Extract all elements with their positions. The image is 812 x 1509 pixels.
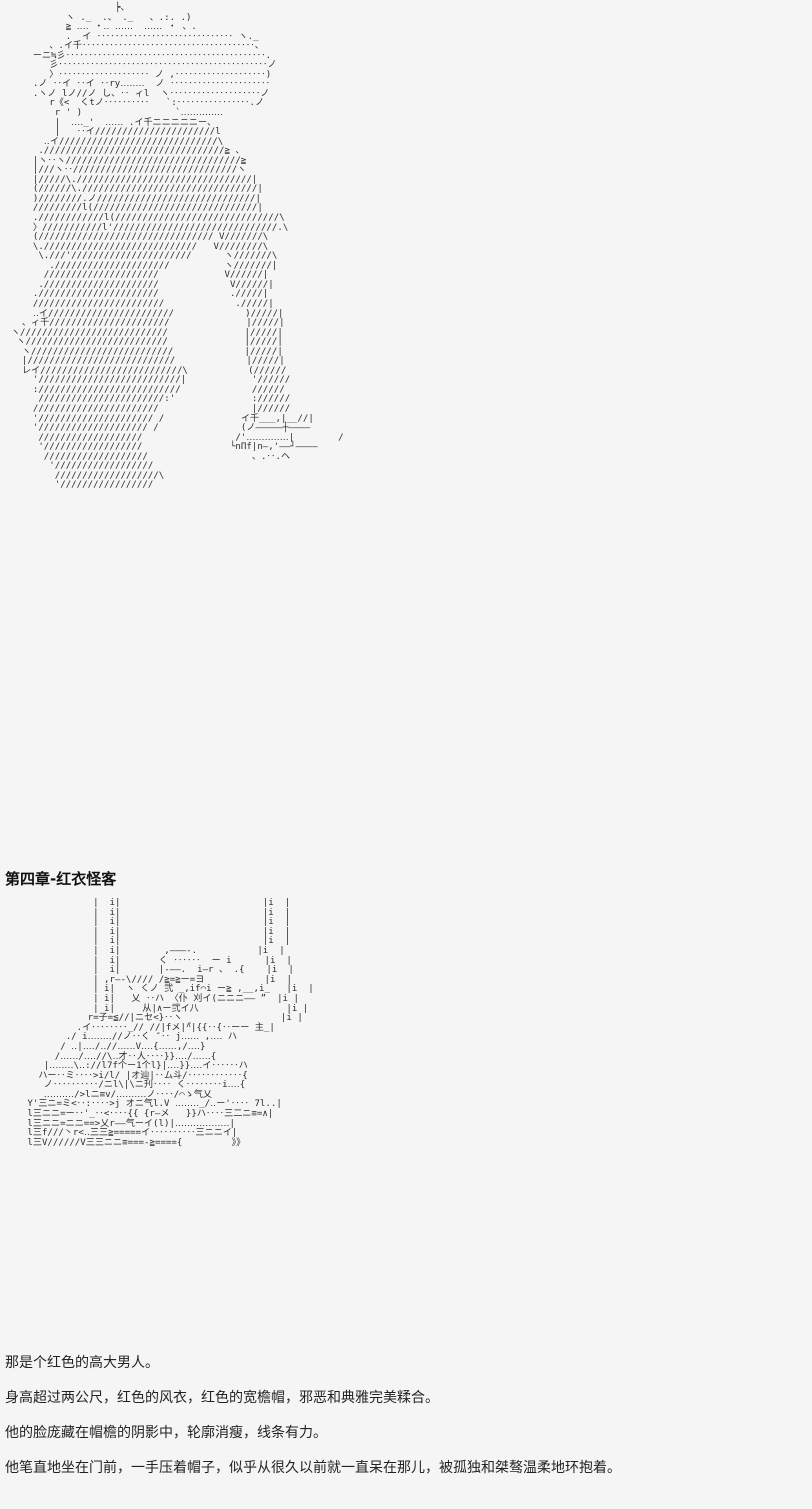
narrative-paragraph-3: 他的脸庞藏在帽檐的阴影中，轮廓消瘦，线条有力。 [5,1425,327,1441]
seated-figure-ascii-art: ┝、 ヽ ._ .、 ._ 、.:. .) ≧ ‥‥ ・‥ ‥‥‥ ‥‥‥ ・ … [10,3,344,491]
narrative-text: 那是个红色的高大男人。 身高超过两公尺，红色的风衣，红色的宽檐帽，邪恶和典雅完美… [0,1353,812,1494]
narrative-paragraph-2: 身高超过两公尺，红色的风衣，红色的宽檐帽，邪恶和典雅完美糅合。 [5,1390,439,1406]
narrative-paragraph-4: 他笔直地坐在门前，一手压着帽子，似乎从很久以前就一直呆在那儿，被孤独和桀骜温柔地… [5,1460,621,1476]
red-coated-man-ascii-art: | i| |i | | i| |i | | i| |i | | i| |i | [27,898,314,1148]
chapter-heading: 第四章-红衣怪客 [5,870,117,888]
narrative-paragraph-1: 那是个红色的高大男人。 [5,1355,159,1371]
